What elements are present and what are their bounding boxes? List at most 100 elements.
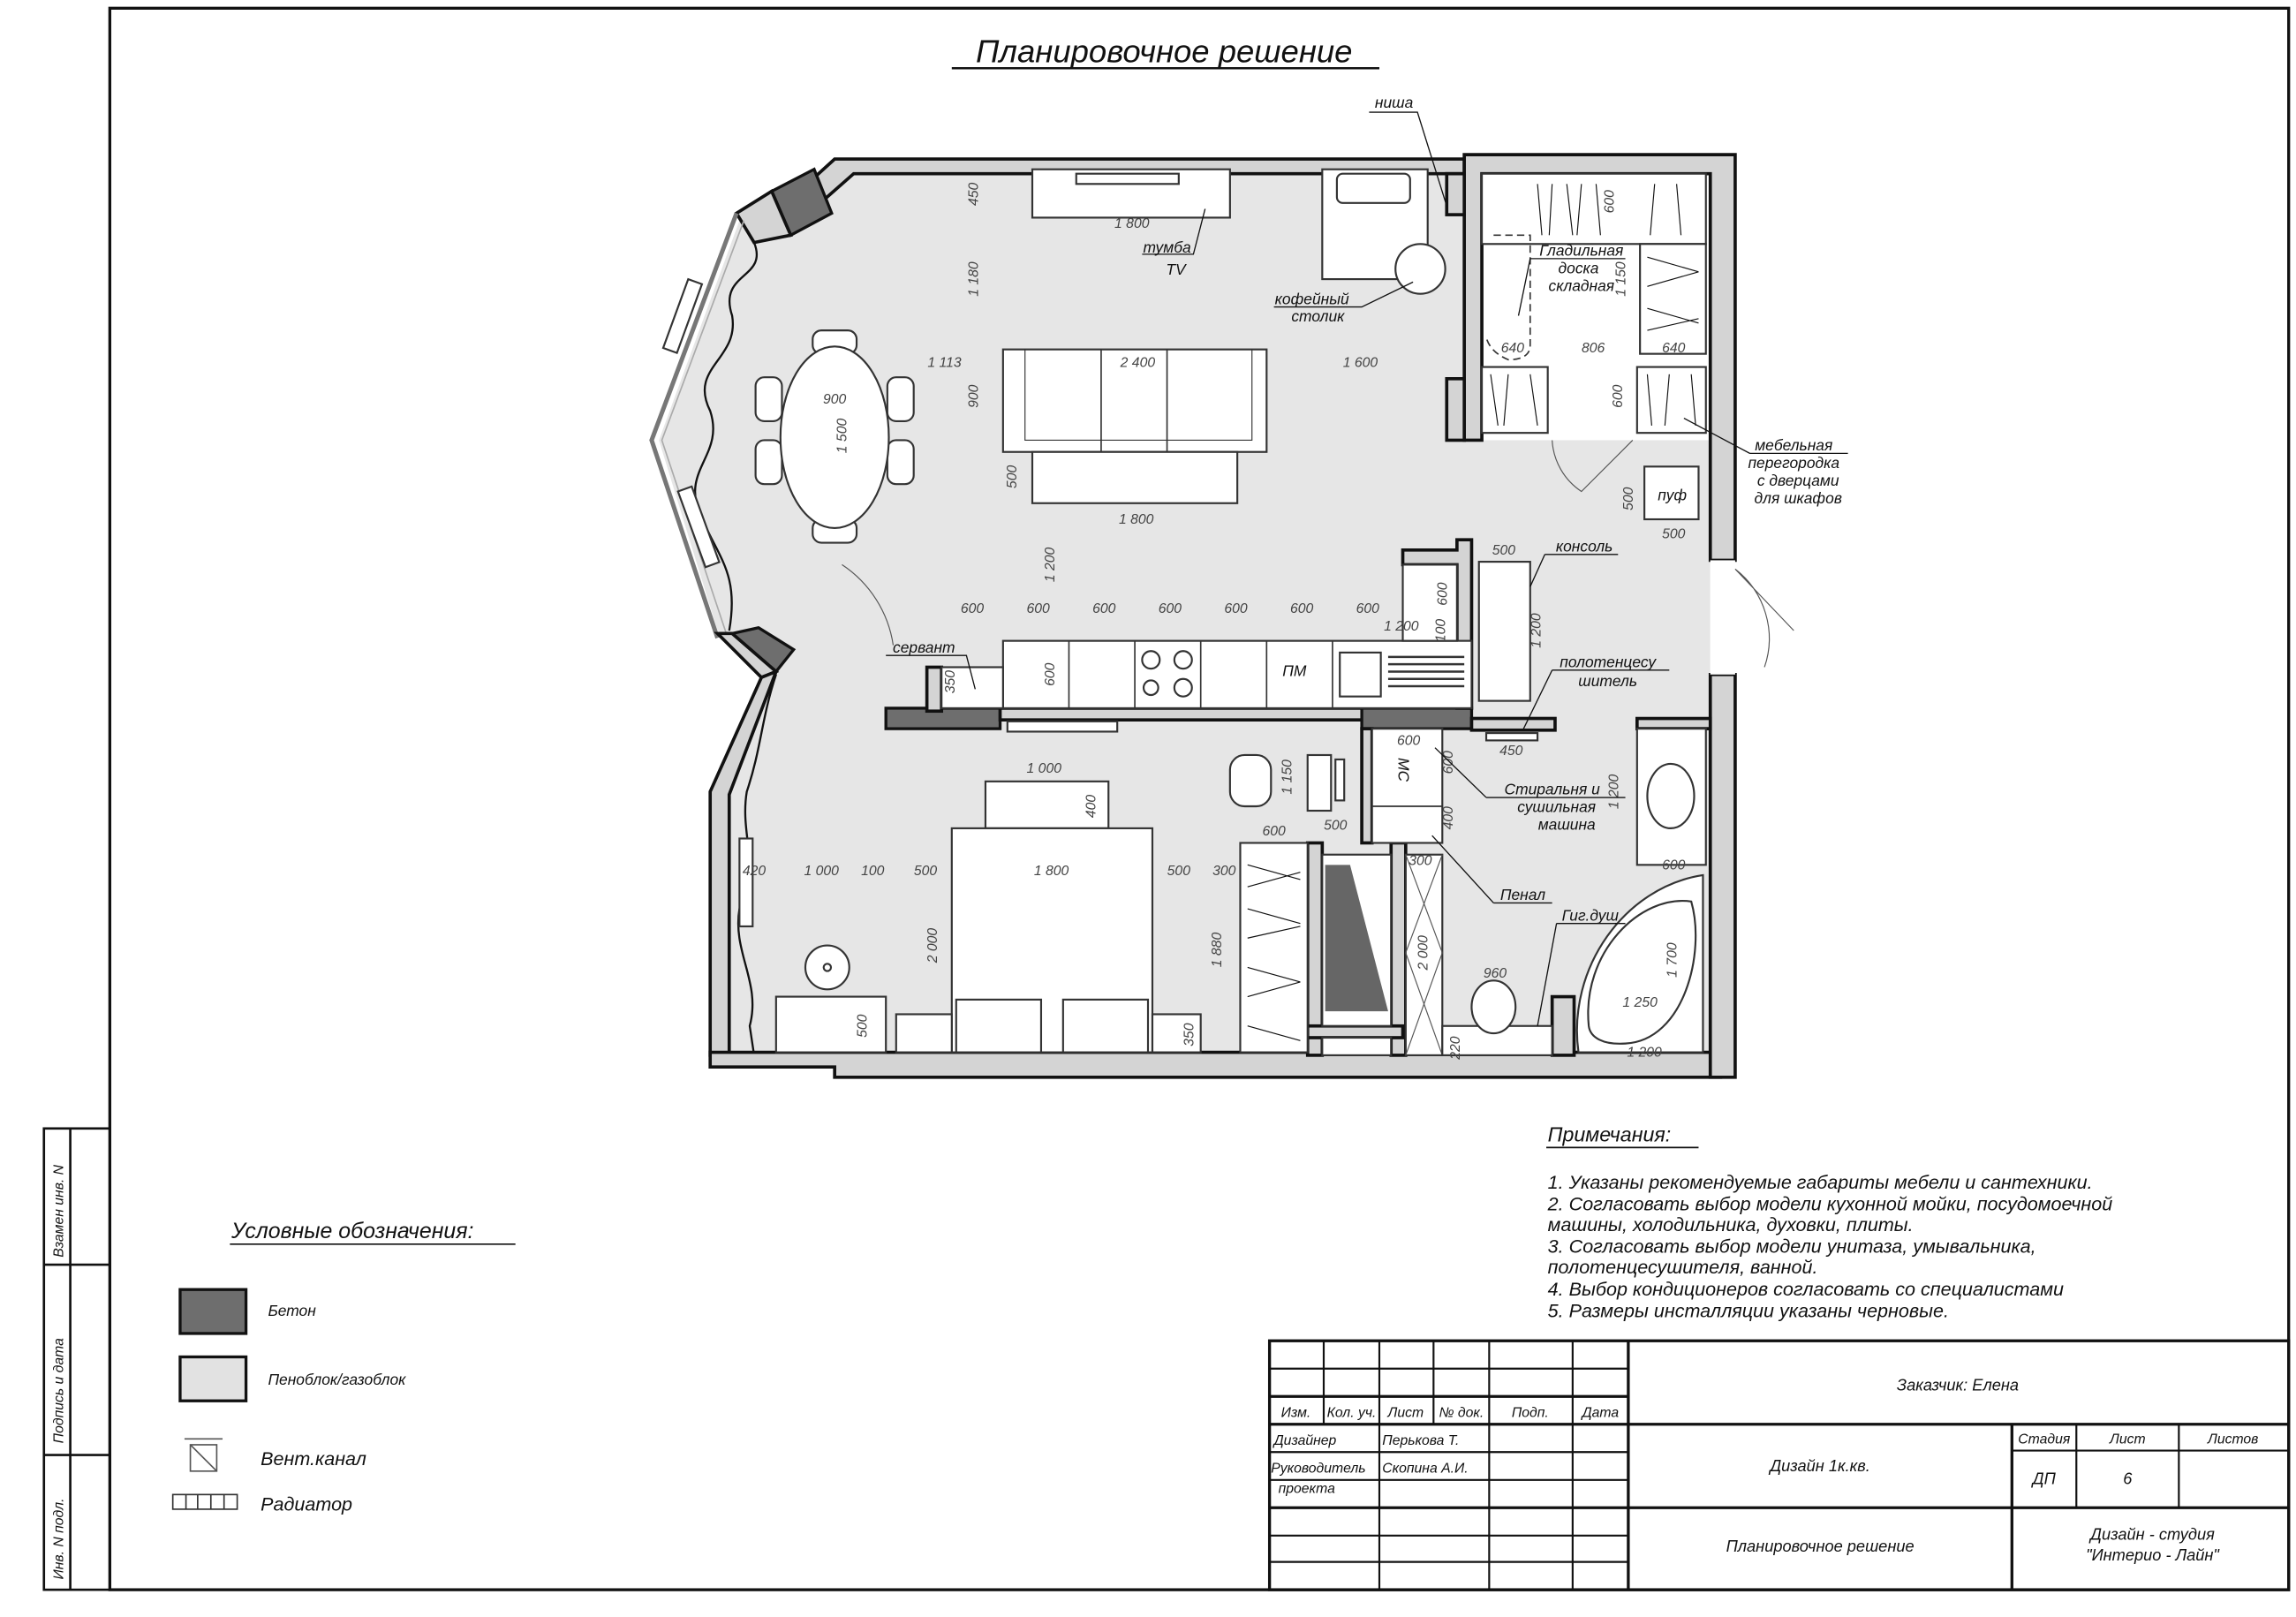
dimension-value: 1 000 xyxy=(1027,761,1062,776)
wall-right-upper xyxy=(1462,153,1737,563)
tb-header: Изм. xyxy=(1281,1405,1311,1420)
plan-label-pouf: пуф xyxy=(1658,486,1687,503)
stamp-inv-original: Инв. N подл. xyxy=(51,1498,66,1579)
pencil-case-cabinet xyxy=(1404,853,1444,1056)
dimension-value: 100 xyxy=(861,864,885,879)
plan-label-coffee-table-1: кофейный xyxy=(1275,290,1349,307)
notes-title: Примечания: xyxy=(1548,1123,1672,1146)
tb-stage-label: Стадия xyxy=(2018,1432,2071,1447)
legend-concrete-swatch xyxy=(178,1288,248,1335)
bathtub xyxy=(1575,873,1704,1054)
plan-label-towel-1: полотенцесу xyxy=(1560,653,1657,670)
washing-machine xyxy=(1371,728,1444,844)
dimension-value: 1 880 xyxy=(1210,933,1225,968)
note-line: 3. Согласовать выбор модели унитаза, умы… xyxy=(1548,1235,2036,1258)
dimension-value: 1 200 xyxy=(1627,1046,1662,1061)
plan-label-towel-2: шитель xyxy=(1578,672,1637,690)
legend-foamblock-label: Пеноблок/газоблок xyxy=(268,1371,406,1388)
dimension-value: 1 113 xyxy=(927,356,961,371)
dimension-value: 600 xyxy=(1441,751,1456,774)
dimension-value: 600 xyxy=(1026,601,1050,616)
page-title: Планировочное решение xyxy=(976,34,1352,70)
dimension-value: 600 xyxy=(1043,662,1058,686)
dimension-value: 1 800 xyxy=(1034,864,1069,879)
curtain xyxy=(694,242,759,631)
wall-right-lower xyxy=(1708,672,1737,1079)
tb-sheet-title: Планировочное решение xyxy=(1726,1537,1915,1555)
dimension-value: 1 250 xyxy=(1622,995,1658,1010)
dimension-value: 640 xyxy=(1662,341,1686,356)
entrance-door[interactable] xyxy=(1734,568,1794,668)
office-chair xyxy=(1228,753,1273,808)
side-stamp: Взамен инв. N Подпись и дата Инв. N подл… xyxy=(42,1127,111,1591)
dimension-value: 500 xyxy=(914,864,938,879)
dimension-value: 600 xyxy=(1611,384,1626,408)
dimension-value: 900 xyxy=(823,392,847,407)
plan-label-partition-1: мебельная xyxy=(1755,436,1832,454)
dimension-value: 500 xyxy=(856,1014,871,1038)
tb-header: Кол. уч. xyxy=(1327,1405,1377,1420)
plan-label-pencil-case: Пенал xyxy=(1500,886,1545,903)
plan-label-sideboard: сервант xyxy=(893,638,955,656)
bathroom-fixtures xyxy=(1321,728,1707,1056)
plan-label-coffee-table-2: столик xyxy=(1291,307,1345,325)
dimension-value: 600 xyxy=(1092,601,1116,616)
dimension-value: 600 xyxy=(961,601,985,616)
tb-manager-role: Руководитель xyxy=(1271,1461,1365,1476)
legend-foamblock-swatch xyxy=(178,1355,248,1402)
radiator-icon xyxy=(171,1493,238,1510)
dimension-value: 960 xyxy=(1484,966,1507,981)
plan-label-washer-mark: МС xyxy=(1395,758,1413,782)
tb-stage: ДП xyxy=(2031,1470,2057,1488)
sheet-frame xyxy=(108,6,2291,1591)
dimension-value: 600 xyxy=(1262,824,1286,839)
vent-channel-icon xyxy=(184,1438,223,1472)
sofa xyxy=(1001,348,1268,453)
dimension-value: 600 xyxy=(1159,601,1182,616)
dimension-value: 600 xyxy=(1662,858,1686,873)
legend-vent-label: Вент.канал xyxy=(261,1447,366,1470)
dimension-value: 500 xyxy=(1167,864,1191,879)
wardrobe-room xyxy=(1480,172,1707,434)
dimension-value: 350 xyxy=(1182,1023,1197,1047)
kitchen-units xyxy=(940,563,1473,733)
dimension-value: 500 xyxy=(1005,465,1020,489)
dimension-value: 400 xyxy=(1084,795,1099,819)
sideboard xyxy=(940,666,1004,709)
radiator xyxy=(661,277,704,355)
coffee-table xyxy=(1394,243,1446,295)
plan-label-tv-stand-1: тумба xyxy=(1143,238,1191,256)
tb-customer: Заказчик: Елена xyxy=(1897,1376,2019,1394)
note-line: 1. Указаны рекомендуемые габариты мебели… xyxy=(1548,1171,2093,1193)
plan-label-ironing-3: складная xyxy=(1549,276,1615,294)
plan-label-ironing-1: Гладильная xyxy=(1539,242,1623,260)
dimension-value: 1 500 xyxy=(835,419,850,454)
dimension-value: 2 000 xyxy=(925,928,940,964)
dimension-value: 600 xyxy=(1602,190,1617,214)
dresser xyxy=(774,995,887,1054)
door-swing xyxy=(842,563,895,646)
dimension-value: 1 150 xyxy=(1280,759,1295,795)
dimension-value: 300 xyxy=(1409,853,1432,868)
plan-label-partition-2: перегородка xyxy=(1748,454,1839,472)
stamp-signature-date: Подпись и дата xyxy=(51,1338,66,1443)
dimension-value: 1 800 xyxy=(1119,512,1154,527)
stamp-replaced-inv: Взамен инв. N xyxy=(51,1164,66,1257)
dining-set xyxy=(754,329,915,544)
dimension-value: 1 180 xyxy=(967,261,982,297)
bedroom-furniture xyxy=(774,753,1346,1054)
dimension-value: 1 200 xyxy=(1606,774,1621,809)
dimension-value: 420 xyxy=(743,864,767,879)
dimension-value: 1 700 xyxy=(1665,942,1680,978)
title-block: Изм. Кол. уч. Лист № док. Подп. Дата Диз… xyxy=(1267,1339,2291,1591)
door-swing xyxy=(1552,440,1634,493)
plan-label-partition-4: для шкафов xyxy=(1755,489,1842,507)
notes: Примечания: 1. Указаны рекомендуемые габ… xyxy=(1546,1123,2112,1322)
tb-header: Дата xyxy=(1581,1405,1620,1420)
dimension-value: 1 200 xyxy=(1043,547,1058,582)
dimension-value: 900 xyxy=(967,384,982,408)
plan-label-ironing-2: доска xyxy=(1559,259,1599,276)
dimension-value: 450 xyxy=(967,183,982,207)
